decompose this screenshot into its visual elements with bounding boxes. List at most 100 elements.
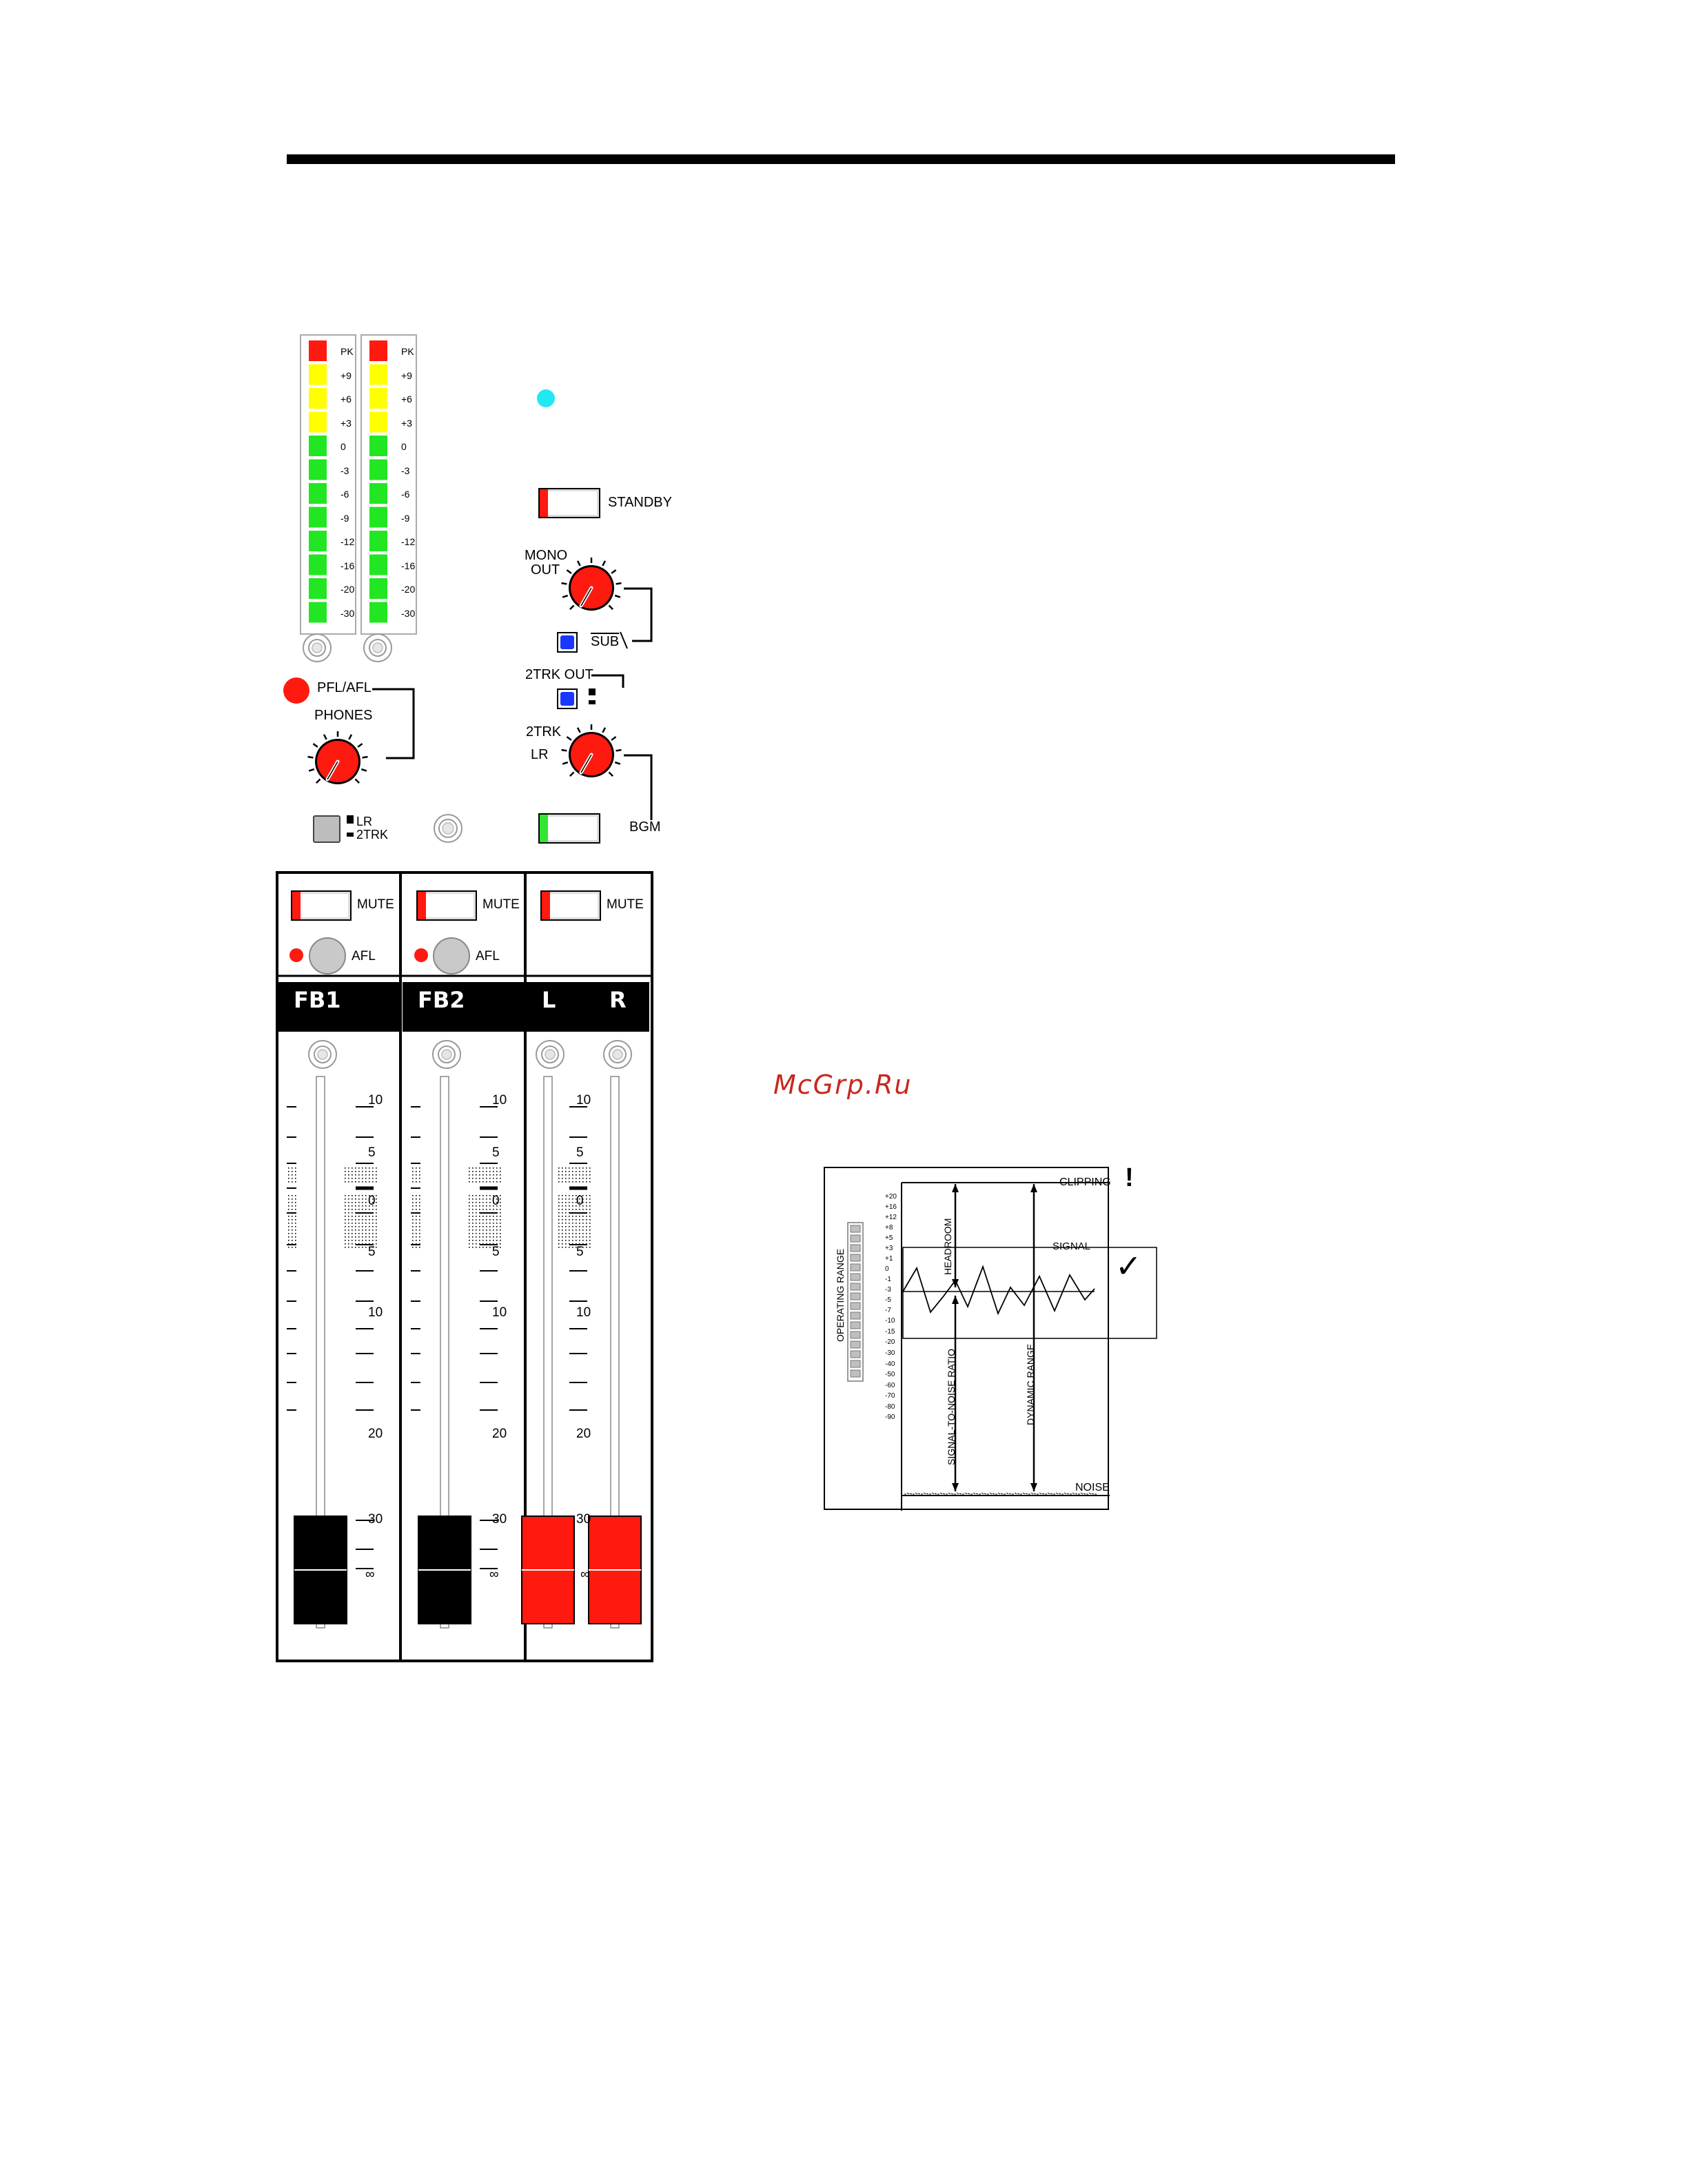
fader-dot [369,1233,370,1234]
fader-dot [358,1226,360,1227]
fader-dot [558,1233,560,1234]
meter-scale-label: -12 [401,536,416,547]
lr-mute-button[interactable] [540,890,601,921]
twotrk-out-button[interactable] [557,688,578,709]
fader-dot [486,1233,487,1234]
fader-dot [365,1171,367,1172]
fader-dot [348,1229,349,1231]
fader-dot [558,1243,560,1245]
fader-dot [372,1247,374,1248]
fb1-name: FB1 [294,987,341,1013]
fader-dot [486,1223,487,1224]
operating-range-led [850,1312,861,1320]
fb2-afl-button[interactable] [433,937,470,974]
fader-dot [419,1174,420,1176]
noise-mark [1033,1493,1037,1495]
fader-dot [479,1198,480,1200]
fader-dot [489,1247,491,1248]
fader-dot [482,1178,484,1179]
fader-dot [565,1247,567,1248]
operating-range-led [850,1283,861,1291]
fader-dot [576,1233,577,1234]
fader-dot [572,1240,573,1241]
fader-dot [355,1195,356,1196]
fader-dot [562,1171,563,1172]
fader-dot [565,1216,567,1217]
fader-dot [482,1247,484,1248]
fader-dot [500,1198,501,1200]
noise-mark [1055,1492,1059,1495]
fader-dot [476,1216,477,1217]
sub-button[interactable] [557,632,578,653]
fader-dot [352,1209,353,1210]
phones-jack[interactable] [433,813,463,847]
mono-out-knob[interactable] [550,550,633,626]
fader-dot [292,1202,293,1203]
fader-dot [376,1243,377,1245]
fader-dot [582,1219,584,1221]
fader-dot [493,1198,494,1200]
fader-dot [582,1243,584,1245]
fader-dot [493,1219,494,1221]
fader-dot [569,1209,570,1210]
twotrk-label: 2TRK [526,724,562,739]
fader-dot [472,1205,474,1207]
fader-dot [372,1181,374,1183]
fader-dot [562,1219,563,1221]
meter-led [369,388,387,409]
meter-led [309,388,327,409]
fader-dot [376,1233,377,1234]
fader-dot [412,1198,414,1200]
fader-dot [472,1171,474,1172]
fader-dot [292,1209,293,1210]
signal-label: SIGNAL [1053,1241,1091,1252]
fader-dot [376,1198,377,1200]
meter-scale-label: -12 [340,536,355,547]
fader-dot [479,1247,480,1248]
meter-scale-label: -20 [401,584,416,595]
fader-scale-label: 5 [492,1245,500,1259]
fader-dot [582,1195,584,1196]
fader-dot [562,1181,563,1183]
fader-dot [472,1233,474,1234]
strip-outline [276,871,653,1662]
fader-dot [416,1226,417,1227]
noise-mark [992,1493,995,1495]
fader-dot [376,1167,377,1169]
fader-dot [589,1226,591,1227]
knob-tick [566,569,572,574]
fader-dot [476,1174,477,1176]
phones-knob[interactable] [296,724,379,799]
standby-button[interactable] [538,488,600,518]
fader-slot [440,1076,449,1629]
fader-dot [292,1181,293,1183]
dynamic-range-arrow-head [1030,1184,1037,1192]
fader-dot [486,1229,487,1231]
fader-dot [295,1171,296,1172]
phones-source-button[interactable] [313,815,340,843]
fader-dot [479,1202,480,1203]
fader-dot [569,1233,570,1234]
fader-dot [562,1247,563,1248]
fader-dot [582,1229,584,1231]
fb1-afl-button[interactable] [309,937,346,974]
fb1-mute-button[interactable] [291,890,352,921]
meter-led [309,554,327,575]
fader-dot [295,1223,296,1224]
diagram-tick-label: 0 [885,1265,889,1273]
knob-tick [576,727,581,733]
fader-dot [469,1229,470,1231]
meter-led [369,340,387,361]
fb2-mute-button[interactable] [416,890,477,921]
fader-dot [376,1195,377,1196]
fader-dot [362,1212,363,1214]
headroom-label: HEADROOM [942,1218,953,1275]
fader-scale-label: 5 [576,1245,584,1259]
fader-dot [589,1174,591,1176]
twotrk-knob[interactable] [550,717,633,793]
fader-dot [362,1198,363,1200]
bgm-button[interactable] [538,813,600,844]
fader-dot [362,1229,363,1231]
diagram-tick-label: -30 [885,1349,895,1357]
fader-dot [419,1236,420,1238]
